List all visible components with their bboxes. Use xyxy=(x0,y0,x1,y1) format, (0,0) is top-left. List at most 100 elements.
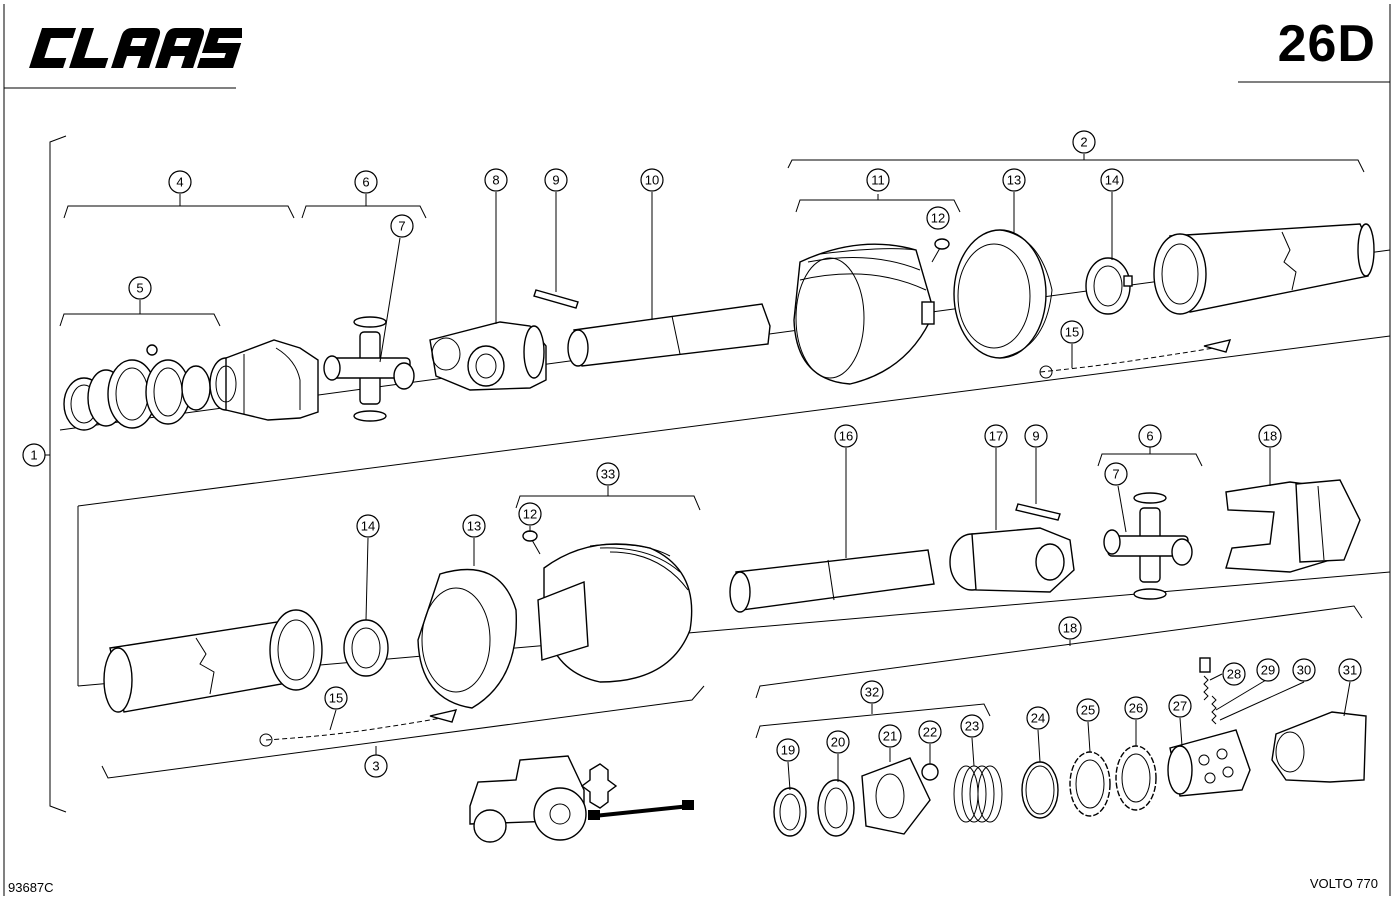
svg-text:25: 25 xyxy=(1081,703,1095,718)
ring-part-20 xyxy=(817,779,855,837)
leader-lines xyxy=(329,192,1351,791)
svg-text:14: 14 xyxy=(361,519,375,534)
outer-guard-tube-part-2 xyxy=(1153,223,1375,315)
model-label: VOLTO 770 xyxy=(1309,876,1378,891)
inner-profile-tube-part-10 xyxy=(567,303,771,367)
callout-15-lower: 15 xyxy=(324,686,348,710)
svg-text:26: 26 xyxy=(1129,701,1143,716)
callout-9-lower: 9 xyxy=(1024,424,1048,448)
callout-29: 29 xyxy=(1256,658,1280,682)
yoke-part-31 xyxy=(1271,711,1367,783)
svg-text:12: 12 xyxy=(523,507,537,522)
callout-6-upper: 6 xyxy=(354,170,378,194)
svg-text:31: 31 xyxy=(1343,663,1357,678)
circlip-part-19 xyxy=(773,787,807,837)
callout-12-lower: 12 xyxy=(518,502,542,526)
outer-profile-tube-part-16 xyxy=(729,549,935,613)
svg-text:23: 23 xyxy=(965,719,979,734)
svg-text:30: 30 xyxy=(1297,663,1311,678)
protective-cone-part-33 xyxy=(537,543,693,683)
callout-20: 20 xyxy=(826,730,850,754)
drawing-number: 93687C xyxy=(8,880,54,895)
svg-text:22: 22 xyxy=(923,725,937,740)
callout-27: 27 xyxy=(1168,694,1192,718)
callout-2: 2 xyxy=(1072,130,1096,154)
callout-30: 30 xyxy=(1292,658,1316,682)
protective-cone-part-11 xyxy=(793,243,935,385)
bearing-clip-part-14 xyxy=(1085,257,1133,315)
callout-7-lower: 7 xyxy=(1104,462,1128,486)
svg-text:28: 28 xyxy=(1227,667,1241,682)
pin-part-9-lower xyxy=(1015,503,1061,521)
callout-18-lower: 18 xyxy=(1058,616,1082,640)
callout-31: 31 xyxy=(1338,658,1362,682)
callout-6-lower: 6 xyxy=(1138,424,1162,448)
svg-text:13: 13 xyxy=(467,519,481,534)
svg-text:8: 8 xyxy=(492,173,499,188)
callout-1: 1 xyxy=(22,443,46,467)
inner-yoke-part-8 xyxy=(429,321,547,391)
universal-joint-cross-part-7 xyxy=(323,316,415,422)
svg-text:11: 11 xyxy=(871,173,885,188)
clutch-hub-part-27 xyxy=(1167,729,1251,797)
ball-part-22 xyxy=(921,763,939,781)
callout-24: 24 xyxy=(1026,706,1050,730)
callout-9-upper: 9 xyxy=(544,168,568,192)
pin-part-28 xyxy=(1199,657,1211,701)
callout-13-upper: 13 xyxy=(1002,168,1026,192)
svg-text:3: 3 xyxy=(372,759,379,774)
svg-text:10: 10 xyxy=(645,173,659,188)
svg-text:5: 5 xyxy=(136,281,143,296)
svg-text:20: 20 xyxy=(831,735,845,750)
svg-text:1: 1 xyxy=(30,448,37,463)
callout-22: 22 xyxy=(918,720,942,744)
callout-12-upper: 12 xyxy=(926,206,950,230)
svg-text:32: 32 xyxy=(865,685,879,700)
callout-17: 17 xyxy=(984,424,1008,448)
svg-text:19: 19 xyxy=(781,743,795,758)
svg-text:7: 7 xyxy=(1112,467,1119,482)
callout-3: 3 xyxy=(364,754,388,778)
callout-5: 5 xyxy=(128,276,152,300)
universal-joint-cross-part-7-lower xyxy=(1103,492,1193,600)
bearing-ring-part-13 xyxy=(953,229,1053,359)
callout-26: 26 xyxy=(1124,696,1148,720)
svg-text:27: 27 xyxy=(1173,699,1187,714)
bearing-clip-part-14-lower xyxy=(343,619,389,677)
callout-15-upper: 15 xyxy=(1060,320,1084,344)
svg-text:16: 16 xyxy=(839,429,853,444)
svg-text:33: 33 xyxy=(601,467,615,482)
svg-text:9: 9 xyxy=(1032,429,1039,444)
svg-text:18: 18 xyxy=(1263,429,1277,444)
safety-chain-part-15-upper xyxy=(1039,339,1232,379)
page-code: 26D xyxy=(1277,15,1376,73)
seal-rings-part-5 xyxy=(63,344,211,431)
callout-14-lower: 14 xyxy=(356,514,380,538)
svg-text:6: 6 xyxy=(362,175,369,190)
yoke-part-4 xyxy=(209,339,319,421)
screw-part-12 xyxy=(931,238,950,263)
callout-11: 11 xyxy=(866,168,890,192)
svg-text:15: 15 xyxy=(1065,325,1079,340)
collar-part-21 xyxy=(861,757,931,835)
svg-text:17: 17 xyxy=(989,429,1003,444)
pin-part-9 xyxy=(533,289,579,309)
callout-16: 16 xyxy=(834,424,858,448)
spring-part-23 xyxy=(953,765,1003,823)
callout-23: 23 xyxy=(960,714,984,738)
svg-text:9: 9 xyxy=(552,173,559,188)
safety-chain-part-15-lower xyxy=(259,709,458,747)
svg-text:2: 2 xyxy=(1080,135,1087,150)
callout-25: 25 xyxy=(1076,698,1100,722)
snap-ring-part-24 xyxy=(1021,761,1059,819)
bearing-ring-part-13-lower xyxy=(417,568,517,709)
svg-text:7: 7 xyxy=(398,219,405,234)
svg-text:12: 12 xyxy=(931,211,945,226)
screw-part-12-lower xyxy=(522,530,541,555)
callout-28: 28 xyxy=(1222,662,1246,686)
svg-text:13: 13 xyxy=(1007,173,1021,188)
callout-18-upper: 18 xyxy=(1258,424,1282,448)
outer-guard-tube-part-3 xyxy=(103,609,323,713)
